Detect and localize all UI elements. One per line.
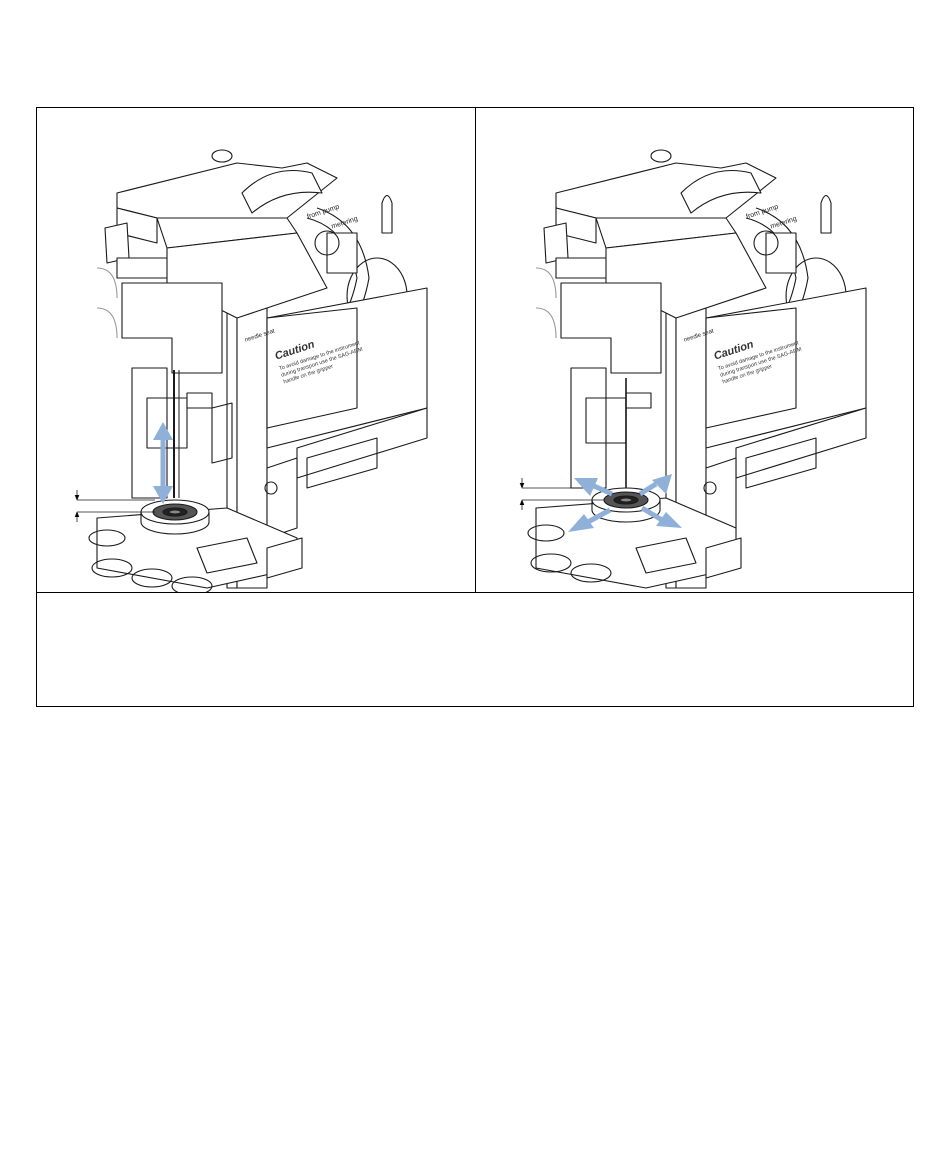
autosampler-drawing-right: Caution To avoid damage to the instrumen…: [476, 108, 913, 592]
panel-right-illustration: Caution To avoid damage to the instrumen…: [476, 108, 913, 592]
caption-cell: [37, 593, 913, 706]
from-pump-label: from pump: [745, 204, 779, 221]
metering-label: metering: [331, 215, 359, 230]
panel-left-illustration: Caution To avoid damage to the instrumen…: [37, 108, 475, 592]
figure-table: Caution To avoid damage to the instrumen…: [36, 107, 914, 707]
from-pump-label: from pump: [306, 204, 340, 221]
autosampler-drawing-left: Caution To avoid damage to the instrumen…: [37, 108, 475, 592]
metering-label: metering: [770, 215, 798, 230]
